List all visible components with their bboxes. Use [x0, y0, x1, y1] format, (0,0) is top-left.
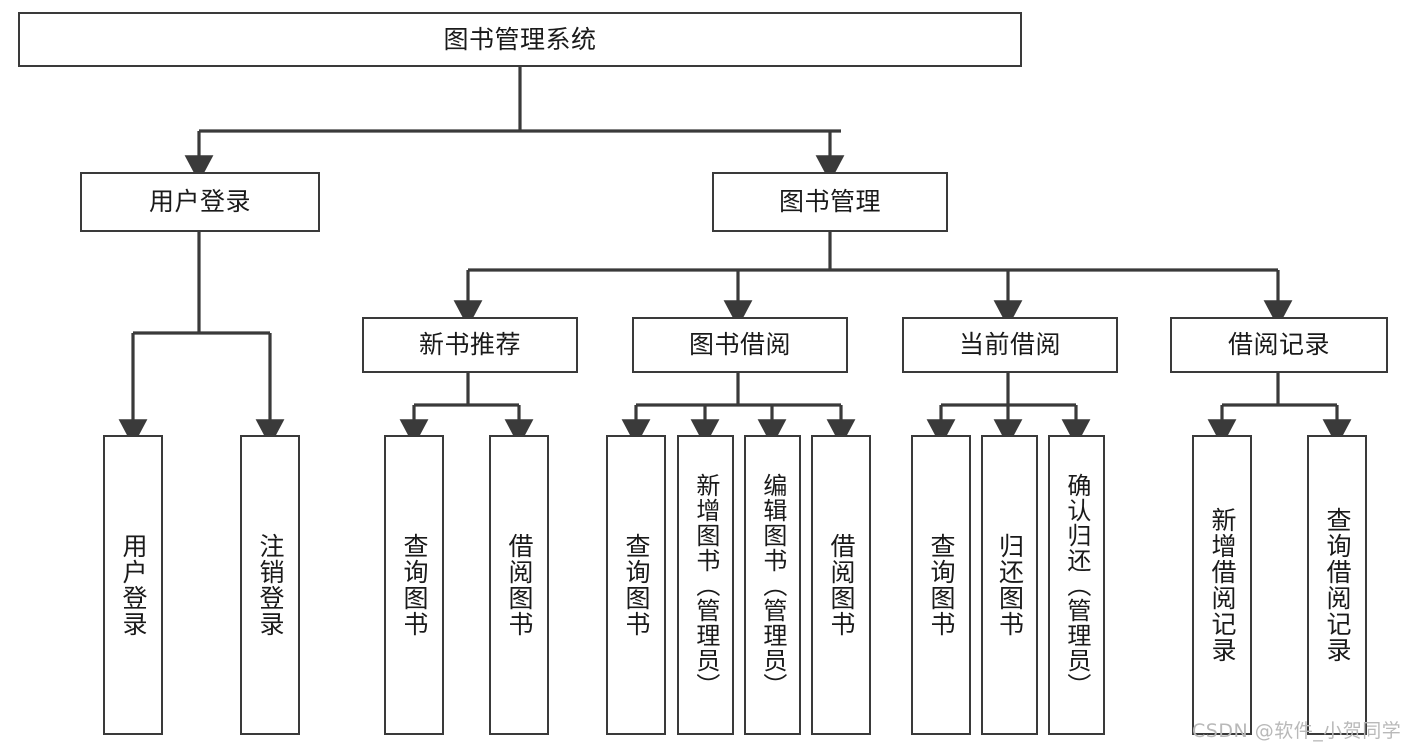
node-book-management[interactable]: 图书管理 [712, 172, 948, 232]
node-label: 新增图书（管理员） [691, 472, 720, 698]
node-label: 借阅图书 [827, 533, 856, 637]
node-label: 新增借阅记录 [1208, 507, 1237, 663]
leaf-query-borrow-record[interactable]: 查询借阅记录 [1307, 435, 1367, 735]
leaf-query-book-current[interactable]: 查询图书 [911, 435, 971, 735]
node-label: 新书推荐 [418, 330, 521, 360]
leaf-logout[interactable]: 注销登录 [240, 435, 300, 735]
node-label: 查询借阅记录 [1323, 507, 1352, 663]
leaf-borrow-book[interactable]: 借阅图书 [811, 435, 871, 735]
node-current-borrow[interactable]: 当前借阅 [902, 317, 1118, 373]
node-label: 用户登录 [148, 187, 251, 217]
node-label: 图书管理系统 [443, 24, 597, 54]
leaf-user-login[interactable]: 用户登录 [103, 435, 163, 735]
leaf-confirm-return-admin[interactable]: 确认归还（管理员） [1048, 435, 1105, 735]
node-label: 查询图书 [400, 533, 429, 637]
csdn-watermark: CSDN @软件_小贺同学 [1192, 720, 1402, 742]
leaf-query-book-recommend[interactable]: 查询图书 [384, 435, 444, 735]
node-book-borrow[interactable]: 图书借阅 [632, 317, 848, 373]
leaf-query-book-borrow[interactable]: 查询图书 [606, 435, 666, 735]
node-user-login[interactable]: 用户登录 [80, 172, 320, 232]
leaf-add-book-admin[interactable]: 新增图书（管理员） [677, 435, 734, 735]
node-label: 编辑图书（管理员） [758, 472, 787, 698]
leaf-edit-book-admin[interactable]: 编辑图书（管理员） [744, 435, 801, 735]
node-label: 归还图书 [995, 533, 1025, 637]
node-label: 图书借阅 [688, 330, 791, 360]
node-label: 确认归还（管理员） [1062, 472, 1091, 698]
node-label: 查询图书 [927, 533, 956, 637]
node-label: 图书管理 [778, 187, 881, 217]
node-label: 查询图书 [622, 533, 651, 637]
leaf-add-borrow-record[interactable]: 新增借阅记录 [1192, 435, 1252, 735]
node-label: 借阅图书 [505, 533, 534, 637]
node-borrow-record[interactable]: 借阅记录 [1170, 317, 1388, 373]
node-label: 当前借阅 [958, 330, 1061, 360]
node-new-book-recommend[interactable]: 新书推荐 [362, 317, 578, 373]
leaf-borrow-book-recommend[interactable]: 借阅图书 [489, 435, 549, 735]
node-label: 用户登录 [119, 533, 148, 637]
leaf-return-book[interactable]: 归还图书 [981, 435, 1038, 735]
node-root-system[interactable]: 图书管理系统 [18, 12, 1022, 67]
node-label: 注销登录 [256, 533, 285, 637]
node-label: 借阅记录 [1227, 330, 1330, 360]
